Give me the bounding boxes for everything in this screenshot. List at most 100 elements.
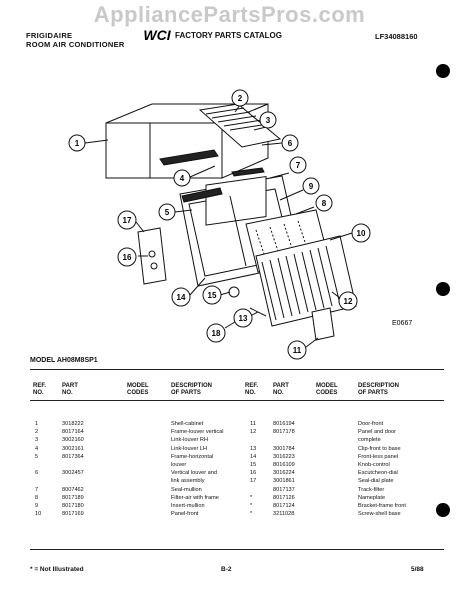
door-drawing [311, 307, 335, 341]
brand-block: FRIGIDAIRE ROOM AIR CONDITIONER [26, 31, 125, 49]
cell-part: 3016223 [273, 453, 295, 460]
header-rule [30, 400, 444, 401]
cell-part: 8017180 [62, 503, 84, 509]
punch-hole [436, 503, 450, 517]
cell-ref: 16 [250, 470, 257, 477]
cell-part: 3018222 [62, 421, 84, 427]
cell-ref: 9 [35, 503, 39, 509]
cell-ref: 8 [35, 494, 39, 501]
cell-desc: Track-filter [358, 486, 385, 493]
punch-hole [436, 282, 450, 296]
svg-text:11: 11 [293, 346, 302, 355]
header-part-right: PART NO. [273, 383, 289, 396]
cell-desc: Clip-front to base [358, 445, 401, 452]
cell-ref: * [250, 494, 253, 501]
cell-part: 8017178 [273, 429, 295, 436]
svg-text:13: 13 [239, 314, 248, 323]
callout-10: 10 [351, 223, 371, 243]
grille-panel-drawing [255, 235, 357, 327]
header-model: MODEL CODES [127, 383, 149, 396]
svg-text:2: 2 [238, 94, 243, 103]
cell-part: 3002160 [62, 437, 84, 444]
callout-7: 7 [289, 156, 307, 174]
cell-ref: 15 [250, 462, 257, 468]
callout-5: 5 [158, 203, 176, 221]
cell-part: 8017126 [273, 494, 295, 501]
cell-part: 8017137 [273, 486, 295, 493]
cell-desc: Seal-dial plate [358, 478, 394, 485]
date: 5/88 [411, 566, 424, 573]
cell-ref: 5 [35, 453, 39, 460]
cell-desc: Filter-air with frame [171, 494, 219, 501]
cell-desc: Panel-front [171, 511, 199, 518]
svg-text:14: 14 [177, 293, 186, 302]
product-line: ROOM AIR CONDITIONER [26, 40, 125, 49]
cell-part: 3002161 [62, 445, 84, 452]
svg-text:15: 15 [208, 291, 217, 300]
cell-part: 3001861 [273, 478, 295, 485]
callout-16: 16 [117, 247, 137, 267]
logo-text: WCI [143, 27, 171, 43]
header-part: PART NO. [62, 383, 78, 396]
cell-part: 3016224 [273, 470, 295, 477]
header-ref: REF. NO. [33, 383, 47, 396]
cell-ref: 11 [250, 421, 256, 427]
callout-13: 13 [233, 308, 253, 328]
svg-text:4: 4 [180, 174, 185, 183]
cell-desc: Seal-mullion [171, 486, 202, 493]
cell-part: 8016194 [273, 421, 295, 427]
cell-ref: 7 [35, 486, 39, 493]
cell-desc: link assembly [171, 478, 205, 485]
cell-desc: Shell-cabinet [171, 421, 204, 427]
cell-desc: Link-louver LH [171, 445, 208, 452]
callout-8: 8 [315, 194, 333, 212]
cell-desc: Escutcheon-dial [358, 470, 398, 477]
cell-part: 8016109 [273, 462, 295, 468]
cell-desc: Door-front [358, 421, 384, 427]
callout-1: 1 [68, 134, 86, 152]
table-bottom-rule [30, 549, 444, 550]
knob-drawing [228, 286, 240, 298]
cell-ref: 12 [250, 429, 257, 436]
cell-part: 8017364 [62, 453, 84, 460]
cell-ref: 1 [35, 421, 39, 427]
svg-text:8: 8 [322, 199, 327, 208]
svg-text:10: 10 [357, 229, 366, 238]
callout-15: 15 [202, 285, 222, 305]
cell-desc: Nameplate [358, 494, 386, 501]
cell-ref: * [250, 511, 253, 518]
cell-ref: * [250, 503, 253, 509]
cell-desc: Front-less panel [358, 453, 399, 460]
catalog-title: FACTORY PARTS CATALOG [175, 31, 282, 40]
svg-text:12: 12 [344, 297, 353, 306]
cell-part: 8017164 [62, 429, 84, 436]
cell-desc: Bracket-frame front [358, 503, 406, 509]
cell-desc: louver [171, 462, 187, 468]
cell-part: 3211028 [273, 511, 295, 518]
brand-name: FRIGIDAIRE [26, 31, 73, 40]
cell-ref: 17 [250, 478, 257, 485]
cell-desc: Knob-control [358, 462, 390, 468]
punch-hole [436, 64, 450, 78]
svg-text:6: 6 [288, 139, 293, 148]
table-top-rule [30, 369, 444, 370]
header-desc: DESCRIPTION OF PARTS [171, 383, 213, 396]
svg-text:17: 17 [123, 216, 132, 225]
svg-text:16: 16 [123, 253, 132, 262]
cell-part: 8017124 [273, 503, 295, 509]
cell-part: 8017169 [62, 511, 84, 518]
callout-2: 2 [231, 89, 249, 107]
cell-ref: 10 [35, 511, 42, 518]
cell-ref: 4 [35, 445, 39, 452]
cell-part: 3001784 [273, 445, 295, 452]
svg-text:18: 18 [212, 329, 221, 338]
svg-text:7: 7 [296, 161, 301, 170]
cell-part: 8017189 [62, 494, 84, 501]
svg-text:3: 3 [266, 116, 271, 125]
escutcheon-drawing [137, 227, 167, 285]
callout-12: 12 [338, 291, 358, 311]
cell-part: 3002457 [62, 470, 84, 477]
cell-desc: Frame-louver vertical [171, 429, 224, 436]
cell-ref: 13 [250, 445, 257, 452]
callout-17: 17 [117, 210, 137, 230]
